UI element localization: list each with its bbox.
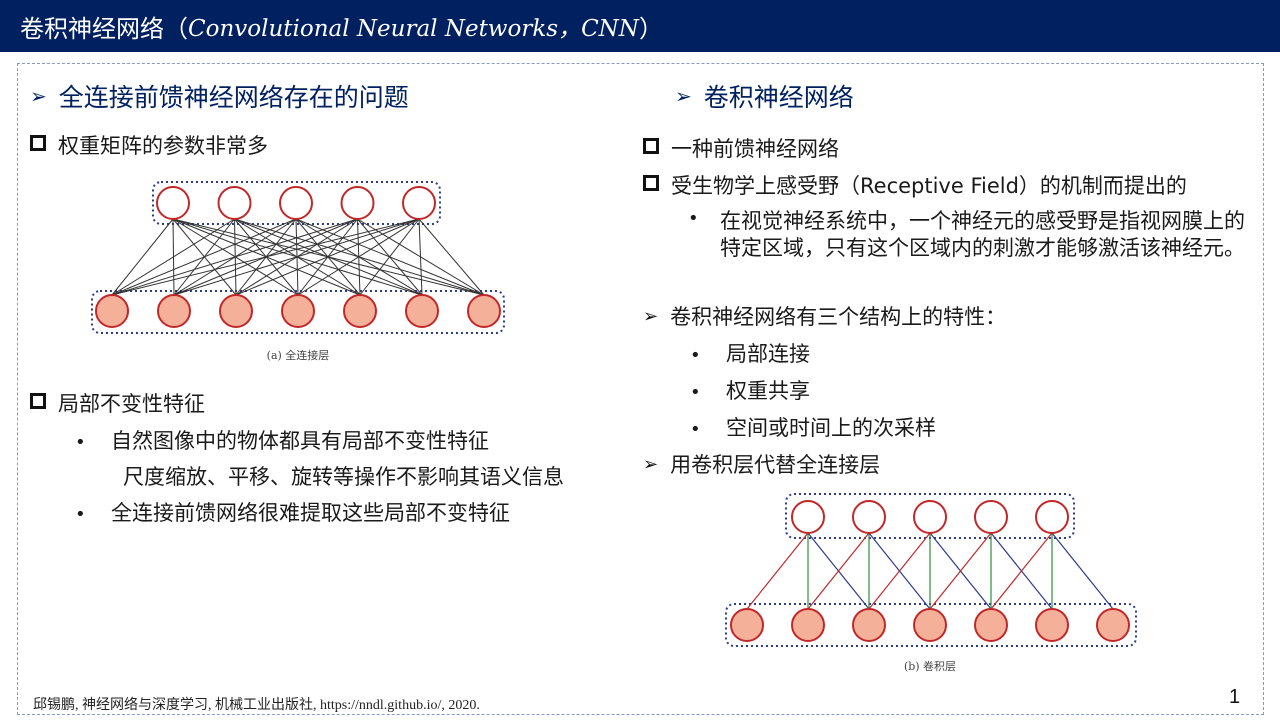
fc-input-node xyxy=(95,294,129,328)
fc-edge xyxy=(111,218,420,296)
title-close: ） xyxy=(638,14,663,43)
fc-top-layer-box xyxy=(152,181,441,225)
conv-input-node xyxy=(791,608,825,642)
bullet-dot-icon: • xyxy=(690,345,701,366)
fc-edge xyxy=(235,218,420,296)
right-item-feedforward-text: 一种前馈神经网络 xyxy=(671,137,839,161)
arrow-bullet-icon: ➢ xyxy=(643,453,659,475)
bullet-dot-icon: • xyxy=(75,504,86,525)
fc-input-node xyxy=(343,294,377,328)
content-frame xyxy=(17,63,1264,715)
fully-connected-figure: (a) 全连接层 xyxy=(91,181,505,362)
arrow-bullet-icon: ➢ xyxy=(675,84,692,108)
slide-title: 卷积神经网络（Convolutional Neural Networks，CNN… xyxy=(0,0,1280,52)
conv-input-node xyxy=(730,608,764,642)
conv-output-node xyxy=(791,500,825,534)
conv-edge-left xyxy=(929,532,992,610)
conv-edge-left xyxy=(807,532,870,610)
left-bullet-1-text: 自然图像中的物体都具有局部不变性特征 xyxy=(111,429,489,453)
square-bullet-icon xyxy=(643,175,659,191)
fc-input-node xyxy=(405,294,439,328)
page-number: 1 xyxy=(1229,686,1241,708)
conv-edge-left xyxy=(990,532,1053,610)
fc-edge xyxy=(111,218,358,296)
prop-local-connection-text: 局部连接 xyxy=(726,342,810,366)
fc-output-node xyxy=(279,186,313,220)
conv-input-node xyxy=(852,608,886,642)
conv-edge-right xyxy=(1051,532,1114,610)
prop-weight-sharing: • 权重共享 xyxy=(690,375,810,405)
fc-edge xyxy=(359,218,420,296)
fc-output-node xyxy=(340,186,375,220)
fc-edge xyxy=(111,218,297,296)
fc-output-node xyxy=(156,186,190,220)
conv-input-node xyxy=(913,608,947,642)
title-latin: Convolutional Neural Networks，CNN xyxy=(188,16,639,42)
conv-input-node xyxy=(1035,608,1069,642)
arrow-bullet-icon: ➢ xyxy=(30,84,47,108)
right-arrow-properties: ➢ 卷积神经网络有三个结构上的特性： xyxy=(643,301,1006,331)
bullet-dot-icon: • xyxy=(690,382,701,403)
right-heading: ➢ 卷积神经网络 xyxy=(675,78,854,114)
title-cn: 卷积神经网络（ xyxy=(20,14,188,43)
fc-input-node xyxy=(281,294,315,328)
right-arrow-replace-text: 用卷积层代替全连接层 xyxy=(670,453,881,477)
right-arrow-properties-text: 卷积神经网络有三个结构上的特性： xyxy=(670,305,1007,329)
conv-output-node xyxy=(974,500,1008,534)
square-bullet-icon xyxy=(30,135,46,151)
left-heading-text: 全连接前馈神经网络存在的问题 xyxy=(58,83,409,112)
fc-edge xyxy=(111,218,235,296)
left-item-invariance-text: 局部不变性特征 xyxy=(58,392,205,416)
left-bullet-2-text: 全连接前馈网络很难提取这些局部不变特征 xyxy=(111,501,510,525)
right-item-receptive-text: 受生物学上感受野（Receptive Field）的机制而提出的 xyxy=(671,174,1187,198)
left-bullet-2: • 全连接前馈网络很难提取这些局部不变特征 xyxy=(75,497,510,527)
bullet-dot-icon: • xyxy=(688,208,699,229)
fc-input-node xyxy=(467,294,501,328)
arrow-bullet-icon: ➢ xyxy=(643,305,659,327)
fc-edge xyxy=(418,218,485,296)
square-bullet-icon xyxy=(643,138,659,154)
left-bullet-1-sub-text: 尺度缩放、平移、旋转等操作不影响其语义信息 xyxy=(123,465,564,489)
right-item-feedforward: 一种前馈神经网络 xyxy=(643,133,839,163)
convolution-figure: (b) 卷积层 xyxy=(725,493,1137,673)
conv-output-node xyxy=(1035,500,1069,534)
fc-input-node xyxy=(219,294,253,328)
left-bullet-1-sub: 尺度缩放、平移、旋转等操作不影响其语义信息 xyxy=(123,461,564,491)
conv-bottom-layer-box xyxy=(725,603,1137,647)
left-heading: ➢ 全连接前馈神经网络存在的问题 xyxy=(30,78,409,114)
prop-weight-sharing-text: 权重共享 xyxy=(726,379,810,403)
bullet-dot-icon: • xyxy=(690,419,701,440)
left-item-params: 权重矩阵的参数非常多 xyxy=(30,130,268,160)
square-bullet-icon xyxy=(30,393,46,409)
right-item-receptive: 受生物学上感受野（Receptive Field）的机制而提出的 xyxy=(643,170,1187,200)
prop-subsampling-text: 空间或时间上的次采样 xyxy=(726,416,936,440)
fc-output-node xyxy=(402,186,436,220)
prop-local-connection: • 局部连接 xyxy=(690,338,810,368)
bullet-dot-icon: • xyxy=(75,432,86,453)
fc-edge xyxy=(418,218,423,296)
conv-caption: (b) 卷积层 xyxy=(904,659,956,673)
conv-edge-left xyxy=(868,532,931,610)
left-item-invariance: 局部不变性特征 xyxy=(30,388,205,418)
fc-bottom-layer-box xyxy=(91,290,505,334)
fc-input-node xyxy=(157,294,191,328)
fc-edge xyxy=(297,218,420,296)
fc-edge xyxy=(111,218,174,296)
conv-edge-left xyxy=(746,532,809,610)
conv-output-node xyxy=(852,500,886,534)
conv-input-node xyxy=(1096,608,1130,642)
citation: 邱锡鹏, 神经网络与深度学习, 机械工业出版社, https://nndl.gi… xyxy=(33,698,480,713)
left-bullet-1: • 自然图像中的物体都具有局部不变性特征 xyxy=(75,425,489,455)
prop-subsampling: • 空间或时间上的次采样 xyxy=(690,412,936,442)
left-item-params-text: 权重矩阵的参数非常多 xyxy=(58,134,268,158)
fc-edge xyxy=(173,218,420,296)
conv-input-node xyxy=(974,608,1008,642)
right-arrow-replace: ➢ 用卷积层代替全连接层 xyxy=(643,449,880,479)
right-heading-text: 卷积神经网络 xyxy=(703,83,854,112)
right-receptive-bullet-text: 在视觉神经系统中，一个神经元的感受野是指视网膜上的特定区域，只有这个区域内的刺激… xyxy=(720,209,1245,260)
fc-output-node xyxy=(217,186,252,220)
conv-output-node xyxy=(913,500,947,534)
fc-caption: (a) 全连接层 xyxy=(267,348,330,362)
